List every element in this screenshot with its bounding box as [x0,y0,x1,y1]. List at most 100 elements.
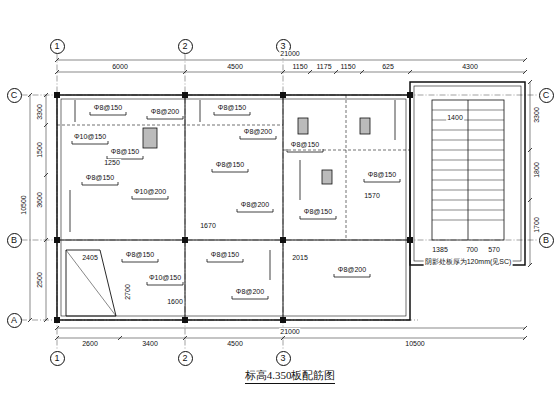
stair-step [432,160,468,161]
stair-step [432,130,468,131]
axis-number: C [11,90,18,100]
stair-step [432,200,468,201]
dimension-text: 3300 [36,103,44,121]
stair-steps [432,110,504,220]
secondary-beam [346,95,347,240]
shaft-shaded [298,118,308,134]
rebar-bar [207,259,243,262]
dimension-text: 4300 [461,63,479,71]
dimension-text: 1400 [446,114,464,122]
dimension-text: 3600 [36,191,44,209]
axis-number: 1 [54,353,59,363]
stair-step [468,170,504,171]
rebar-bar [147,282,183,285]
axis-number: B [543,235,549,245]
opening-outline [66,250,116,316]
dimension-text: 1250 [103,159,121,167]
dimension-tick [408,70,412,74]
stair-step [468,200,504,201]
axis-line [185,54,186,351]
shaft-shaded [143,128,157,148]
axis-number: 2 [182,353,187,363]
rebar-label: Φ8@150 [85,174,115,182]
rebar-bar [237,209,273,212]
rebar-bar [200,100,201,122]
dimension-text: 2700 [124,283,132,301]
dimension-text: 700 [465,246,479,254]
dimension-tick [523,336,527,340]
rebar-label: Φ8@150 [210,251,240,259]
axis-line [22,240,539,241]
dimension-text: 1570 [363,192,381,200]
rebar-bar [334,274,370,277]
dimension-text: 21000 [279,50,300,58]
rebar-bar [82,182,118,185]
outer-wall-inner [61,99,406,316]
dimension-line [30,95,31,320]
dimension-text: 3300 [533,106,541,124]
dimension-text: 625 [381,63,395,71]
dimension-text: 2405 [81,254,99,262]
rebar-bar [232,296,268,299]
axis-bubble: 1 [50,351,65,366]
drawing-caption: 标高4.350板配筋图 [245,368,336,384]
axis-number: 2 [182,41,187,51]
dimension-line [57,338,525,339]
secondary-beam [57,125,283,126]
axis-line [22,95,539,96]
rebar-label: Φ8@150 [215,161,245,169]
stair-step [468,110,504,111]
rebar-bar [300,216,336,219]
rebar-bar [70,190,71,232]
rebar-bar [300,160,301,200]
stair-step [468,180,504,181]
dimension-text: 1600 [166,298,184,306]
stair-step [432,140,468,141]
outer-wall [57,95,410,320]
rebar-label: Φ8@150 [303,208,333,216]
dimension-text: 1500 [36,141,44,159]
axis-number: B [11,235,17,245]
stair-step [468,190,504,191]
dimension-tick [528,148,532,152]
dimension-text: 21000 [279,328,300,336]
rebar-bar [240,136,276,139]
axis-bubble: A [7,313,22,328]
dimension-text: 1150 [339,63,356,71]
axis-number: 3 [280,353,285,363]
stair-step [468,210,504,211]
axis-number: 1 [54,41,59,51]
dimension-line [46,95,47,320]
axis-bubble: 2 [178,351,193,366]
rebar-bar [214,112,250,115]
rebar-bar [90,112,126,115]
note-text: 阴影处板厚为120mm(见SC) [424,258,513,266]
dimension-tick [360,70,364,74]
stair-step [432,190,468,191]
rebar-label: Φ10@200 [133,188,167,196]
dimension-tick [334,70,338,74]
dimension-text: 570 [487,246,501,254]
axis-bubble: C [7,88,22,103]
rebar-bar [395,100,396,140]
dimension-tick [528,263,532,267]
rebar-label: Φ8@150 [290,141,320,149]
rebar-label: Φ8@150 [125,251,155,259]
rebar-label: Φ8@200 [240,201,270,209]
columns [54,92,413,323]
dimension-line [57,60,525,61]
dimension-ticks [28,58,532,340]
dimension-tick [118,336,122,340]
stair-step [432,150,468,151]
axis-line [21,320,418,321]
dimension-text: 6000 [111,63,129,71]
stair-step [432,180,468,181]
dimension-tick [523,326,527,330]
rebar-label: Φ8@150 [217,104,247,112]
dimension-text: 4500 [226,63,244,71]
dimension-text: 1700 [533,216,541,234]
rebar-marks [70,100,400,299]
axis-bubble: B [7,233,22,248]
dimension-text: 3400 [141,340,159,348]
